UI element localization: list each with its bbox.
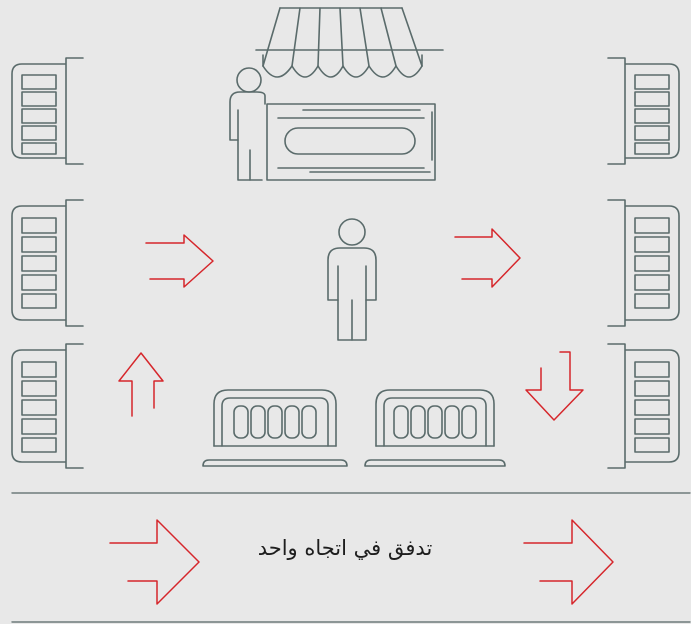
vendor-icon — [230, 68, 265, 180]
arrow-icon — [455, 229, 520, 287]
arrow-icon — [110, 520, 199, 604]
arrow-icon — [146, 235, 213, 287]
barrier-icon — [608, 344, 679, 468]
barrier-icon — [12, 200, 83, 326]
barrier-icon — [203, 390, 347, 466]
barrier-icon — [365, 390, 505, 466]
barrier-icon — [12, 344, 83, 468]
barrier-icon — [12, 58, 83, 164]
arrow-icon — [524, 520, 613, 604]
person-icon — [328, 219, 376, 340]
market-stall-icon — [256, 8, 443, 180]
barrier-icon — [608, 58, 679, 164]
arrow-icon — [119, 353, 163, 416]
barrier-icon — [608, 200, 679, 326]
arrow-icon — [526, 352, 583, 420]
flow-caption: تدفق في اتجاه واحد — [190, 536, 500, 560]
